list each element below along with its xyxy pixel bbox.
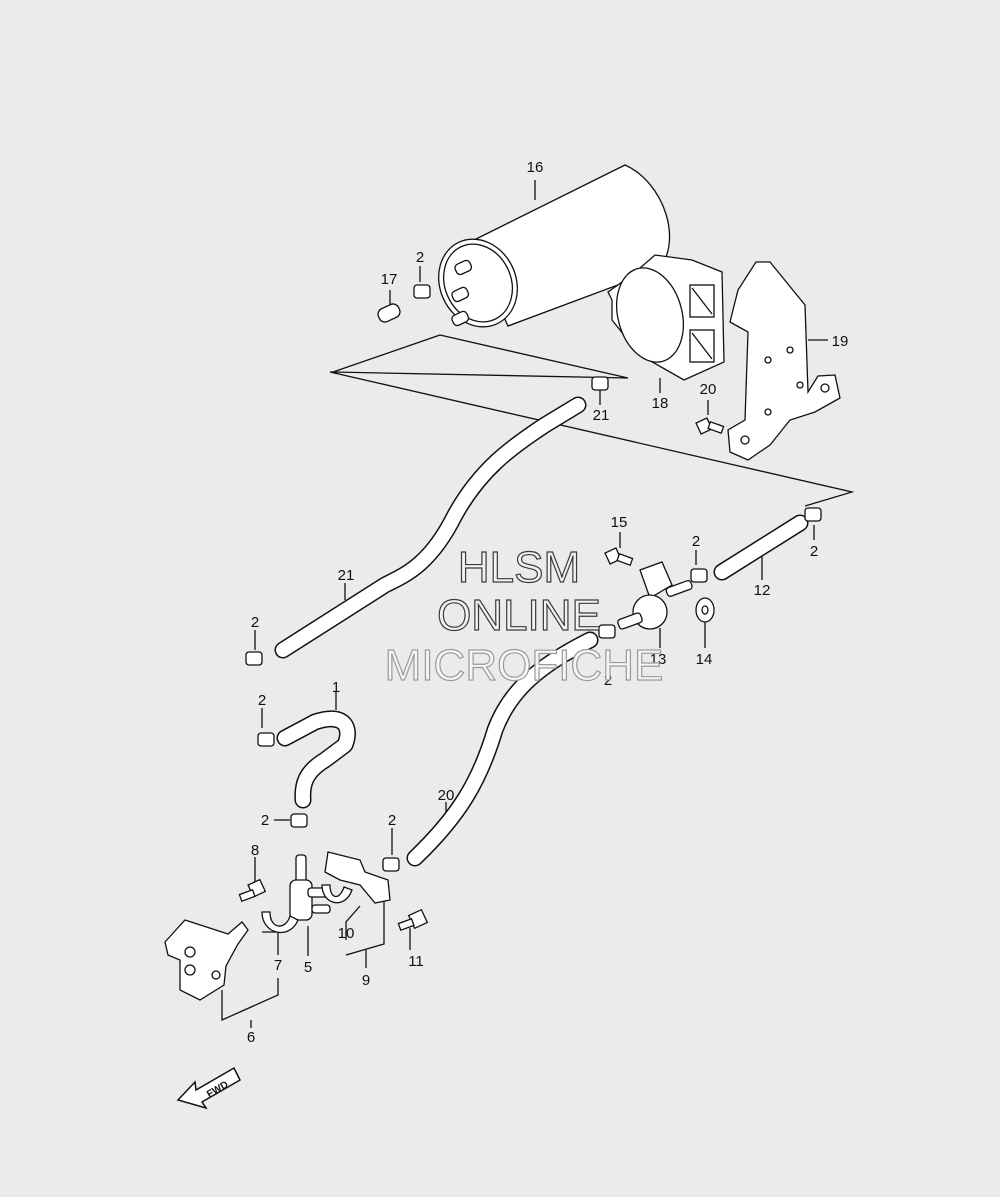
callout-12: 14 (696, 651, 713, 668)
canister-bracket (727, 261, 841, 461)
clamp (261, 911, 299, 934)
callout-3: 5 (304, 959, 312, 976)
callout-19: 20 (438, 787, 455, 804)
bracket (164, 919, 249, 1001)
callout-2: 2 (258, 692, 266, 709)
valve (617, 561, 693, 630)
callout-2: 2 (604, 672, 612, 689)
hose (276, 710, 356, 809)
callout-4: 6 (247, 1029, 255, 1046)
watermark: HLSM ONLINE MICROFICHE (384, 542, 664, 690)
clamp (321, 884, 353, 904)
callout-2: 2 (251, 614, 259, 631)
callout-17: 19 (832, 333, 849, 350)
bolt (695, 417, 725, 435)
bolt (238, 878, 267, 902)
hose-clip (245, 284, 822, 872)
callout-1: 1 (332, 679, 340, 696)
callout-2: 2 (261, 812, 269, 829)
bolt (604, 547, 634, 566)
hose (406, 631, 599, 867)
callout-14: 16 (527, 159, 544, 176)
callout-10: 12 (754, 582, 771, 599)
plug (377, 303, 401, 323)
callout-21: 21 (593, 407, 610, 424)
hose (274, 396, 587, 659)
callout-13: 15 (611, 514, 628, 531)
callout-2: 2 (416, 249, 424, 266)
callout-labels: 16 2 17 19 20 18 21 15 2 2 12 21 2 13 14… (247, 159, 849, 1046)
washer (695, 597, 715, 623)
bracket (324, 851, 391, 904)
watermark-line-3: MICROFICHE (385, 641, 664, 690)
callout-2: 2 (388, 812, 396, 829)
callout-8: 10 (338, 925, 355, 942)
bolt (397, 908, 429, 931)
callout-11: 13 (650, 651, 667, 668)
callout-6: 8 (251, 842, 259, 859)
callout-5: 7 (274, 957, 282, 974)
callout-2: 2 (810, 543, 818, 560)
canister (438, 164, 671, 328)
watermark-line-2: ONLINE (437, 591, 601, 640)
callout-9: 11 (408, 953, 424, 970)
callout-7: 9 (362, 972, 370, 989)
reference-lines (221, 180, 855, 1028)
joint (289, 854, 331, 921)
callout-16: 18 (652, 395, 669, 412)
watermark-line-1: HLSM (458, 543, 580, 592)
hose (713, 514, 809, 581)
callout-20: 21 (338, 567, 355, 584)
callout-2: 2 (692, 533, 700, 550)
callout-18: 20 (700, 381, 717, 398)
callout-15: 17 (381, 271, 398, 288)
canister-holder (607, 254, 725, 381)
